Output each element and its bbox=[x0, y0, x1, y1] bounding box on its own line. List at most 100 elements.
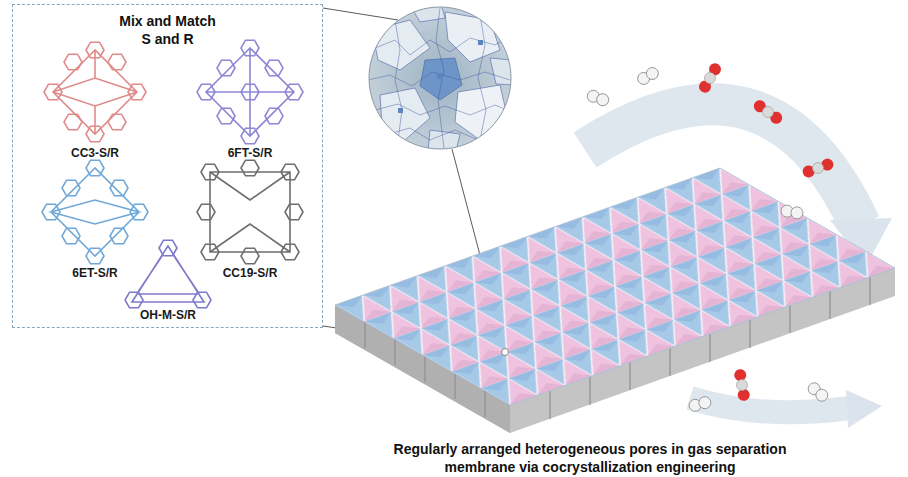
cage-molecule bbox=[159, 240, 177, 256]
cage-molecule bbox=[197, 84, 215, 100]
membrane-support bbox=[589, 377, 590, 405]
cage-molecule bbox=[125, 292, 143, 308]
figure-caption: Regularly arranged heterogeneous pores i… bbox=[370, 440, 810, 476]
membrane-support bbox=[669, 348, 670, 376]
leader-line bbox=[323, 8, 398, 20]
pore-zoom bbox=[436, 8, 444, 148]
h2-molecule bbox=[806, 380, 831, 403]
cage-molecule bbox=[197, 204, 215, 220]
molecule-label: CC3-S/R bbox=[71, 146, 119, 160]
cage-molecule bbox=[197, 160, 303, 264]
flow-arrow bbox=[846, 390, 882, 428]
h2-molecule bbox=[813, 387, 830, 404]
cage-molecule bbox=[44, 42, 146, 142]
cage-molecule bbox=[241, 84, 259, 100]
membrane-support bbox=[394, 339, 395, 365]
pore-zoom bbox=[398, 40, 483, 113]
h2-molecule bbox=[586, 89, 611, 108]
pore-zoom bbox=[368, 8, 512, 148]
cage-molecule bbox=[125, 240, 211, 308]
cage-molecule bbox=[197, 40, 303, 144]
co2-molecule bbox=[733, 368, 750, 402]
cage-molecule bbox=[62, 228, 80, 244]
pore-zoom bbox=[428, 130, 460, 155]
pore-zoom bbox=[368, 0, 515, 155]
cage-molecule bbox=[265, 108, 283, 124]
cage-molecule bbox=[110, 228, 128, 244]
co2-molecule bbox=[751, 98, 784, 126]
h2-molecule bbox=[586, 65, 831, 412]
co2-molecule bbox=[697, 61, 835, 402]
membrane-support bbox=[789, 305, 790, 333]
cage-molecule bbox=[241, 128, 259, 144]
cage-molecule bbox=[201, 164, 219, 180]
cage-molecule bbox=[108, 114, 126, 130]
cage-molecule bbox=[281, 244, 299, 260]
membrane-support bbox=[749, 320, 750, 348]
cage-molecule bbox=[241, 248, 259, 264]
box-heading: Mix and Match S and R bbox=[116, 13, 220, 48]
molecule-label: OH-M-S/R bbox=[140, 308, 196, 322]
membrane-support bbox=[709, 334, 710, 362]
pore-zoom bbox=[395, 20, 402, 140]
membrane-support bbox=[484, 391, 485, 417]
pore-zoom bbox=[437, 73, 443, 79]
co2-molecule bbox=[736, 379, 749, 392]
cage-molecule bbox=[108, 54, 126, 70]
co2-molecule bbox=[760, 104, 775, 119]
h2-molecule bbox=[595, 92, 610, 107]
membrane-support bbox=[549, 391, 550, 419]
cage-molecule bbox=[64, 114, 82, 130]
co2-molecule bbox=[801, 157, 835, 179]
flow-arrow bbox=[690, 398, 850, 412]
pore-zoom bbox=[369, 7, 511, 149]
pore-zoom bbox=[370, 35, 512, 55]
pore-zoom bbox=[368, 72, 510, 86]
molecule-label: CC19-S/R bbox=[223, 266, 278, 280]
pore-zoom bbox=[478, 15, 486, 140]
cage-molecule bbox=[110, 180, 128, 196]
cage-molecule bbox=[241, 160, 259, 176]
pore-zoom bbox=[445, 12, 500, 62]
membrane-support bbox=[869, 277, 870, 305]
cage-molecule bbox=[86, 160, 104, 176]
pore-zoom bbox=[369, 7, 511, 149]
co2-molecule bbox=[811, 161, 825, 175]
cage-molecule bbox=[86, 126, 104, 142]
cage-molecule bbox=[285, 204, 303, 220]
co2-molecule bbox=[697, 61, 723, 95]
membrane-support bbox=[629, 362, 630, 390]
cage-molecule bbox=[217, 60, 235, 76]
cage-molecule bbox=[44, 84, 62, 100]
cage-molecule bbox=[241, 40, 259, 56]
cage-molecule bbox=[265, 60, 283, 76]
cage-molecule bbox=[217, 108, 235, 124]
pore-zoom bbox=[375, 104, 512, 115]
cage-molecule bbox=[285, 84, 303, 100]
membrane-support bbox=[454, 373, 455, 399]
h2-molecule bbox=[688, 395, 712, 412]
pore-zoom bbox=[368, 0, 515, 155]
cage-molecule bbox=[51, 168, 139, 256]
h2-molecule bbox=[644, 65, 660, 81]
h2-molecule bbox=[780, 204, 804, 220]
h2-molecule bbox=[635, 65, 660, 86]
cage-molecule bbox=[128, 84, 146, 100]
h2-molecule bbox=[697, 395, 712, 410]
cage-molecule bbox=[42, 204, 60, 220]
pore-zoom bbox=[372, 20, 430, 70]
cage-molecule bbox=[132, 246, 204, 302]
cage-molecule bbox=[86, 248, 104, 264]
pore-zoom bbox=[478, 40, 483, 45]
cage-molecule bbox=[201, 244, 219, 260]
cage-molecule bbox=[130, 204, 148, 220]
co2-molecule bbox=[702, 70, 717, 85]
cage-molecule bbox=[206, 48, 294, 136]
cage-molecule bbox=[42, 160, 148, 264]
membrane-support bbox=[364, 322, 365, 348]
cage-molecule bbox=[53, 50, 137, 134]
pore-zoom bbox=[398, 108, 403, 113]
